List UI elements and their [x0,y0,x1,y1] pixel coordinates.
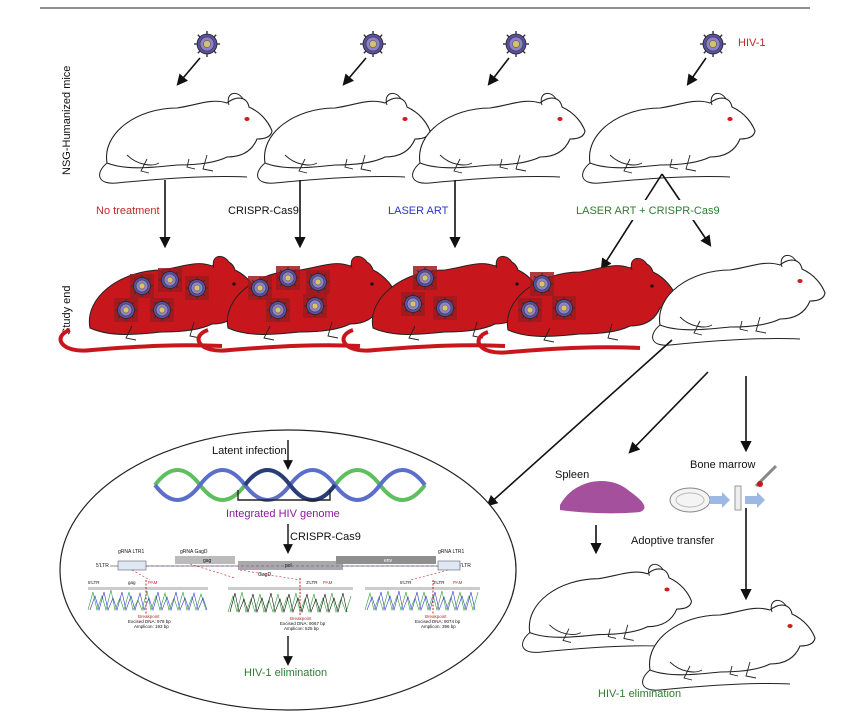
virus-icon-4 [699,30,727,58]
mouse-infected-3 [412,92,586,184]
adoptive-transfer-label: Adoptive transfer [631,535,714,547]
tissue-arrows [486,339,752,507]
svg-text:5'LTR: 5'LTR [96,563,109,569]
svg-text:Amplicon: 193 bp: Amplicon: 193 bp [134,624,169,629]
mouse-end-no-treatment [58,254,263,353]
svg-text:GagD: GagD [258,572,271,578]
svg-text:gag: gag [128,580,136,585]
transfer-arrows [590,508,752,601]
mouse-infected-2 [257,92,431,184]
spleen-label: Spleen [555,469,589,481]
svg-text:gRNA GagD: gRNA GagD [180,549,208,555]
svg-text:env: env [384,558,393,564]
integrated-genome-label: Integrated HIV genome [226,508,340,520]
hiv-label: HIV-1 [738,37,766,49]
bone-marrow-label: Bone marrow [690,459,755,471]
svg-text:gag: gag [203,558,212,564]
svg-text:gRNA LTR1: gRNA LTR1 [438,549,465,555]
treatment-label-laser-art: LASER ART [388,205,449,217]
svg-text:3'LTR: 3'LTR [433,580,445,585]
infection-arrows [176,57,707,86]
sequencing-trace-3: 5'LTR 3'LTR PAM Breakpoint Excised DNA: … [364,580,480,629]
treatment-label-crispr: CRISPR-Cas9 [228,205,299,217]
final-elimination-label: HIV-1 elimination [598,688,681,700]
sequencing-trace-1: 5'LTR gag PAM Breakpoint Excised DNA: 97… [87,580,208,629]
treatment-label-no-treatment: No treatment [96,205,160,217]
svg-text:PAM: PAM [323,580,333,585]
svg-text:PAM: PAM [148,580,158,585]
bone-marrow-image [669,464,778,513]
svg-text:Breakpoint: Breakpoint [138,614,160,619]
svg-text:Excised DNA: 978 bp: Excised DNA: 978 bp [128,619,171,624]
svg-text:Amplicon: 396 bp: Amplicon: 396 bp [421,624,456,629]
mouse-infected-4 [582,92,756,184]
crispr-mechanism-label: CRISPR-Cas9 [290,531,361,543]
svg-text:Breakpoint: Breakpoint [290,616,312,621]
svg-text:5'LTR: 5'LTR [88,580,100,585]
sequencing-trace-2: 3'LTR PAM Breakpoint Excised DNA: 9067 b… [227,578,353,631]
svg-text:Breakpoint: Breakpoint [425,614,447,619]
virus-icon-3 [502,30,530,58]
row-label-bottom: Study end [61,285,73,335]
svg-text:3'LTR: 3'LTR [458,563,471,569]
svg-text:Amplicon: 525 bp: Amplicon: 525 bp [284,626,319,631]
svg-text:5'LTR: 5'LTR [400,580,412,585]
virus-icon-2 [359,30,387,58]
mechanism-elimination-label: HIV-1 elimination [244,667,327,679]
treatment-label-combo: LASER ART + CRISPR-Cas9 [576,205,720,217]
svg-text:gRNA LTR1: gRNA LTR1 [118,549,145,555]
mouse-infected-1 [99,92,273,184]
mouse-end-combo-cured [652,254,826,346]
genome-map: gRNA LTR1 gRNA GagD gRNA LTR1 5'LTR 3'LT… [96,549,471,581]
svg-text:PAM: PAM [453,580,463,585]
svg-text:Excised DNA: 9067 bp: Excised DNA: 9067 bp [280,621,326,626]
svg-text:3'LTR: 3'LTR [306,580,318,585]
genome-bracket [237,490,331,501]
spleen-image [560,481,645,514]
treatment-arrows [159,173,712,270]
svg-text:Excised DNA: 9074 bp: Excised DNA: 9074 bp [415,619,461,624]
dna-helix [153,468,427,502]
row-label-top: NSG-Humanized mice [61,66,73,175]
virus-icon-1 [193,30,221,58]
latent-infection-label: Latent infection [212,445,287,457]
